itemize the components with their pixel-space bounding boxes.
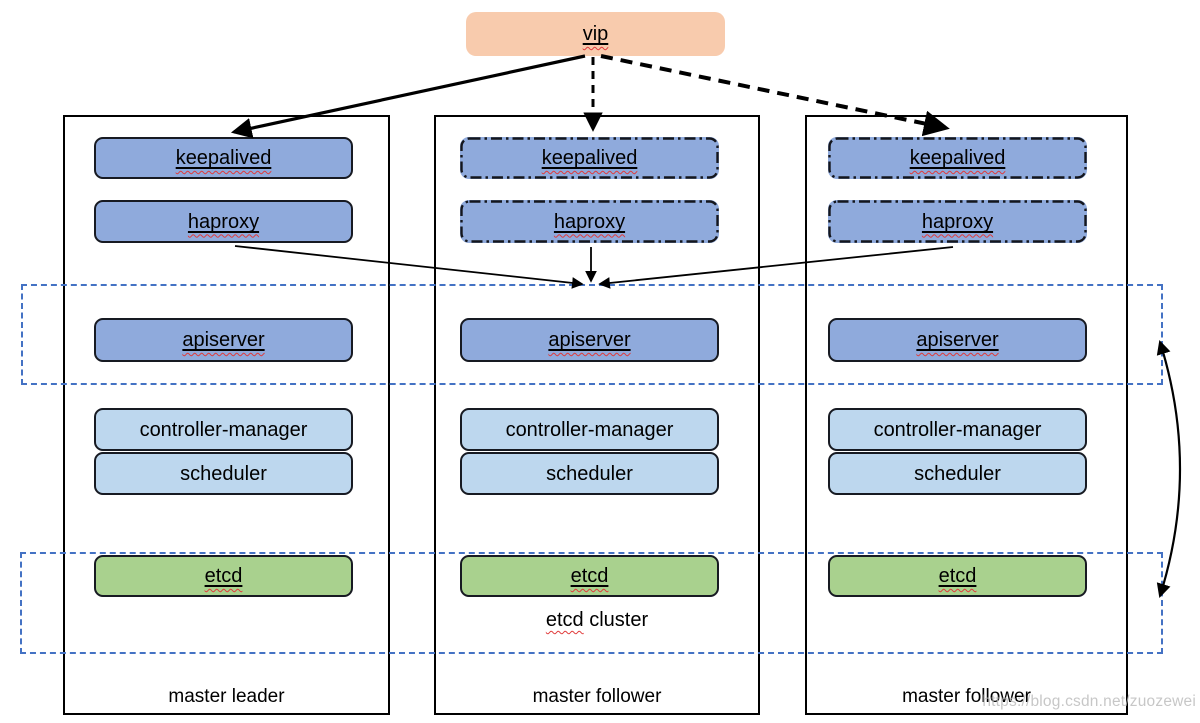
vip-label: vip: [582, 23, 609, 45]
watermark: https://blog.csdn.net/zuozewei: [982, 693, 1196, 710]
etcd-label: etcd: [938, 565, 977, 587]
keepalived-label: keepalived: [541, 147, 638, 169]
haproxy-box-master2: haproxy: [460, 200, 719, 243]
master-node-3: [805, 115, 1128, 715]
keepalived-box-master1: keepalived: [94, 137, 353, 179]
controller-manager-label: controller-manager: [505, 418, 674, 441]
etcd-box-master1: etcd: [94, 555, 353, 597]
master-role-label-2: master follower: [532, 686, 662, 707]
etcd-cluster-label: etcd cluster: [545, 609, 649, 631]
master-role-label-3: master follower: [902, 686, 1031, 707]
etcd-box-master2: etcd: [460, 555, 719, 597]
etcd-box-master3: etcd: [828, 555, 1087, 597]
haproxy-box-master1: haproxy: [94, 200, 353, 243]
etcd-label: etcd: [570, 565, 609, 587]
apiserver-box-master3: apiserver: [828, 318, 1087, 362]
controller-manager-label: controller-manager: [873, 418, 1042, 441]
haproxy-label: haproxy: [187, 210, 260, 233]
haproxy-label: haproxy: [553, 210, 626, 233]
controller-manager-label: controller-manager: [139, 418, 308, 441]
keepalived-label: keepalived: [909, 147, 1006, 169]
master-role-label-1: master leader: [168, 686, 285, 707]
keepalived-box-master3: keepalived: [828, 137, 1087, 179]
keepalived-label: keepalived: [175, 147, 272, 169]
vip-box: vip: [466, 12, 725, 56]
scheduler-box-master1: scheduler: [94, 452, 353, 495]
etcd-cluster-boundary: [20, 552, 1163, 654]
haproxy-box-master3: haproxy: [828, 200, 1087, 243]
apiserver-box-master2: apiserver: [460, 318, 719, 362]
scheduler-label: scheduler: [914, 462, 1001, 485]
apiserver-box-master1: apiserver: [94, 318, 353, 362]
scheduler-label: scheduler: [180, 462, 267, 485]
scheduler-label: scheduler: [546, 462, 633, 485]
controller-manager-box-master3: controller-manager: [828, 408, 1087, 451]
controller-manager-box-master2: controller-manager: [460, 408, 719, 451]
master-node-1: [63, 115, 390, 715]
controller-manager-box-master1: controller-manager: [94, 408, 353, 451]
apiserver-label: apiserver: [182, 329, 265, 351]
haproxy-label: haproxy: [921, 210, 994, 233]
keepalived-box-master2: keepalived: [460, 137, 719, 179]
scheduler-box-master2: scheduler: [460, 452, 719, 495]
apiserver-label: apiserver: [548, 329, 631, 351]
apiserver-label: apiserver: [916, 329, 999, 351]
apiserver-etcd-sync-arrow: [1156, 339, 1182, 599]
scheduler-box-master3: scheduler: [828, 452, 1087, 495]
apiserver-cluster-boundary: [21, 284, 1163, 385]
etcd-label: etcd: [204, 565, 243, 587]
